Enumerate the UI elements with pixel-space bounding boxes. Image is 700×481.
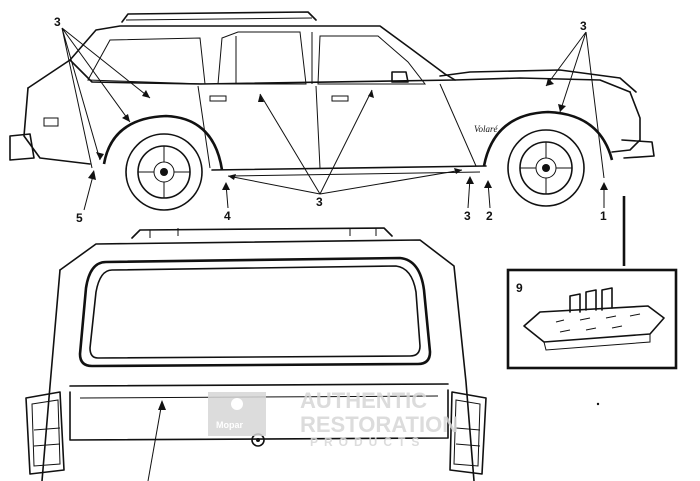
watermark-line-3: PRODUCTS (310, 435, 425, 449)
front-wheel-flare (482, 110, 614, 167)
callout-3-top-left: 3 (54, 15, 61, 29)
rear-door-window (217, 31, 307, 85)
callout-4: 4 (224, 209, 231, 223)
watermark-line-2: RESTORATION (300, 412, 458, 437)
rear-body-outline-right (59, 239, 475, 481)
inset-frame (506, 268, 678, 370)
rocker-panel (211, 165, 487, 171)
rear-quarter-window (87, 37, 206, 85)
inset-part-9: 9 (506, 268, 678, 370)
callout-3-front-flare: 3 (464, 209, 471, 223)
rear-bumper (9, 133, 35, 161)
callout-leaders (61, 27, 608, 211)
bracket-tab-1 (569, 293, 581, 313)
tailgate-window-outer (78, 256, 432, 368)
rear-wheel (125, 133, 203, 211)
callout-3-top-right: 3 (580, 19, 587, 33)
front-door-window (317, 35, 427, 85)
left-tail-lamp (25, 391, 65, 475)
bracket-plate (523, 305, 665, 343)
watermark-line-1: AUTHENTIC (300, 388, 427, 413)
belt-line (27, 59, 631, 93)
tailgate-top-edge (69, 383, 449, 387)
rear-roof-rack (131, 227, 393, 239)
watermark: Mopar AUTHENTIC RESTORATION PRODUCTS (208, 388, 458, 449)
tailgate-window-inner (89, 265, 421, 359)
inset-callout-9: 9 (516, 281, 523, 295)
right-tail-lamp (449, 391, 487, 475)
rear-door-handle (209, 95, 227, 102)
callout-2: 2 (486, 209, 493, 223)
roof-rack (121, 11, 317, 23)
hood (439, 69, 637, 93)
front-bumper (621, 139, 655, 159)
fender-script-badge: Volaré (474, 124, 499, 134)
bracket-tab-3 (601, 287, 613, 311)
front-door-handle (331, 95, 349, 102)
rear-side-marker (43, 117, 59, 127)
rear-view-car (25, 227, 600, 481)
callout-numbers: 3 3 3 3 2 1 4 5 (54, 15, 607, 225)
callout-5: 5 (76, 211, 83, 225)
callout-1: 1 (600, 209, 607, 223)
side-mirror (391, 71, 409, 83)
bracket-tab-2 (585, 289, 597, 311)
rear-body-outline-left (41, 269, 61, 481)
roofline (69, 25, 456, 81)
front-wheel (507, 129, 585, 207)
side-view-car: Volaré (9, 11, 655, 266)
callout-3-bottom-center: 3 (316, 195, 323, 209)
front-fascia (611, 91, 641, 153)
rear-wheel-flare (102, 114, 224, 171)
watermark-brand: Mopar (216, 420, 243, 430)
